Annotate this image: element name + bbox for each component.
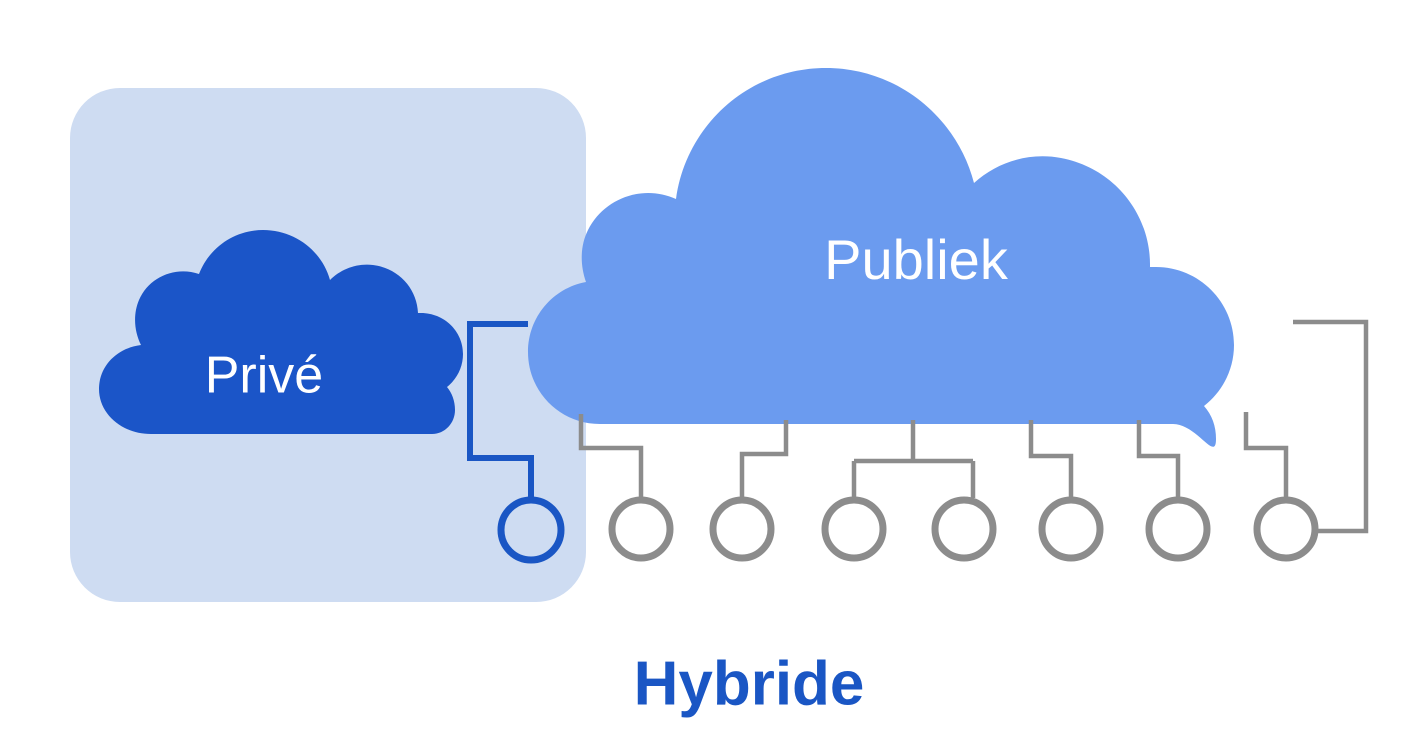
public-connector-6	[1136, 420, 1181, 498]
public-connector-2	[739, 420, 789, 498]
public-cloud-label: Publiek	[824, 228, 1009, 291]
public-cloud-shape	[528, 68, 1234, 447]
public-node-circle-5	[1038, 496, 1104, 562]
public-node-circle-6	[1145, 496, 1211, 562]
public-connector-7-stub	[1243, 412, 1289, 498]
public-node-circle-7	[1253, 496, 1319, 562]
public-connectors	[578, 319, 1369, 534]
private-connector	[467, 321, 534, 500]
public-node-circle-4	[931, 496, 997, 562]
public-connector-5	[1028, 420, 1074, 498]
public-node-circle-2	[709, 496, 775, 562]
private-cloud-shape	[99, 230, 463, 434]
public-connector-7-loop	[1293, 319, 1369, 534]
public-connector-1	[578, 414, 644, 498]
public-cloud: Publiek	[528, 68, 1234, 447]
public-node-circle-3	[821, 496, 887, 562]
private-node-circle	[497, 496, 565, 564]
public-nodes	[608, 496, 1319, 562]
public-node-circle-1	[608, 496, 674, 562]
private-cloud: Privé	[99, 230, 463, 434]
diagram-caption: Hybride	[634, 649, 865, 718]
private-cloud-label: Privé	[205, 347, 323, 405]
private-connector-group	[467, 321, 565, 564]
